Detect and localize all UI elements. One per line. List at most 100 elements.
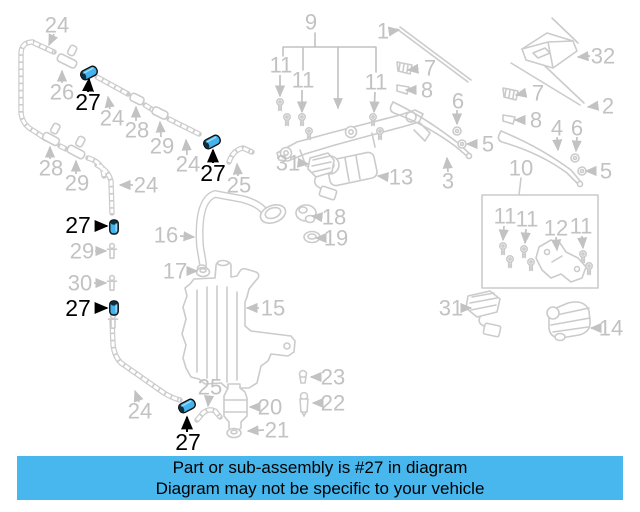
cap-6-left bbox=[452, 126, 462, 136]
callout-label-27: 27 bbox=[65, 212, 91, 238]
callout-label-28: 28 bbox=[39, 156, 63, 181]
bracket-9-leaders bbox=[282, 32, 377, 110]
callout-label-9: 9 bbox=[305, 10, 317, 35]
callout-label-30: 30 bbox=[68, 271, 92, 296]
callout-label-31: 31 bbox=[439, 296, 463, 321]
wiper-blade-1 bbox=[396, 26, 472, 83]
leader-arrow-32 bbox=[576, 51, 591, 62]
callout-label-29: 29 bbox=[150, 134, 174, 159]
leader-arrow-24 bbox=[104, 95, 115, 110]
wiper-arm-4 bbox=[497, 130, 584, 188]
highlighted-clip-part-27 bbox=[177, 398, 197, 414]
fitting-23 bbox=[298, 369, 308, 384]
callout-label-7: 7 bbox=[532, 81, 544, 106]
callout-label-11: 11 bbox=[270, 53, 293, 78]
leader-arrow-11 bbox=[520, 228, 531, 245]
leader-arrow-25 bbox=[203, 395, 215, 408]
callout-label-11: 11 bbox=[365, 70, 388, 95]
callout-label-29: 29 bbox=[70, 239, 94, 264]
leader-10 bbox=[518, 177, 522, 196]
leader-arrow-12 bbox=[551, 236, 562, 252]
callout-label-8: 8 bbox=[530, 108, 542, 133]
leader-arrow-18 bbox=[310, 212, 324, 223]
valve-22 bbox=[299, 391, 309, 417]
callout-label-21: 21 bbox=[265, 418, 289, 443]
callout-label-27: 27 bbox=[65, 295, 91, 321]
callout-label-5: 5 bbox=[600, 159, 612, 184]
leader-arrow-27 bbox=[82, 77, 95, 93]
callout-label-11: 11 bbox=[292, 68, 315, 93]
leader-arrow-11 bbox=[369, 91, 380, 114]
callout-label-24: 24 bbox=[128, 399, 152, 424]
callout-label-26: 26 bbox=[50, 80, 74, 105]
leader-arrow-11 bbox=[577, 235, 588, 250]
washer-pump bbox=[223, 383, 248, 439]
clip-7-right bbox=[502, 87, 519, 101]
callout-label-24: 24 bbox=[176, 152, 200, 177]
leader-arrow-13 bbox=[376, 171, 389, 183]
grommet-18 bbox=[295, 204, 317, 224]
hose-connectors bbox=[41, 44, 169, 160]
callout-label-14: 14 bbox=[599, 316, 623, 341]
washer-reservoir bbox=[181, 259, 296, 389]
callout-label-5: 5 bbox=[482, 132, 494, 157]
callout-label-3: 3 bbox=[442, 169, 454, 194]
cap-6-right bbox=[570, 153, 580, 163]
highlighted-clip-part-27 bbox=[109, 219, 119, 235]
highlighted-clip-part-27 bbox=[202, 134, 222, 150]
banner-line-2: Diagram may not be specific to your vehi… bbox=[155, 479, 485, 498]
callout-label-12: 12 bbox=[544, 216, 568, 241]
callout-label-23: 23 bbox=[321, 365, 345, 390]
callout-label-17: 17 bbox=[163, 259, 187, 284]
sensor-31-top bbox=[307, 152, 338, 201]
callout-label-32: 32 bbox=[591, 44, 615, 69]
leader-arrow-24 bbox=[133, 389, 144, 403]
sensor-31-bottom bbox=[465, 290, 502, 338]
callout-label-13: 13 bbox=[389, 165, 413, 190]
leader-arrow-7 bbox=[514, 87, 528, 98]
callout-label-10: 10 bbox=[509, 156, 533, 181]
callout-label-8: 8 bbox=[421, 78, 433, 103]
callout-label-27: 27 bbox=[175, 429, 201, 455]
washer-19 bbox=[303, 230, 321, 244]
clip-7-left bbox=[396, 61, 413, 75]
leader-arrow-2 bbox=[586, 100, 600, 111]
callout-label-2: 2 bbox=[602, 94, 614, 119]
callout-label-19: 19 bbox=[324, 226, 348, 251]
callout-label-25: 25 bbox=[227, 173, 251, 198]
callout-label-24: 24 bbox=[134, 173, 158, 198]
callout-label-29: 29 bbox=[65, 171, 89, 196]
leader-arrow-1 bbox=[387, 26, 401, 37]
callout-label-16: 16 bbox=[154, 223, 178, 248]
leader-arrow-24 bbox=[181, 138, 192, 156]
callout-label-24: 24 bbox=[45, 13, 69, 38]
callout-label-1: 1 bbox=[377, 19, 389, 44]
nut-5-right bbox=[577, 166, 587, 176]
leader-arrow-16 bbox=[179, 231, 196, 242]
callout-label-25: 25 bbox=[198, 375, 222, 400]
washer-motor-14 bbox=[546, 301, 591, 342]
leader-arrow-3 bbox=[442, 156, 453, 173]
bracket-12-part bbox=[535, 239, 587, 283]
callout-label-6: 6 bbox=[452, 89, 464, 114]
leader-arrow-7 bbox=[406, 63, 420, 74]
leader-arrow-4 bbox=[552, 136, 563, 152]
clip-8-right bbox=[502, 114, 516, 125]
grommet-17 bbox=[195, 266, 211, 278]
callout-label-24: 24 bbox=[100, 106, 124, 131]
callout-label-4: 4 bbox=[551, 116, 563, 141]
nut-5-left bbox=[457, 139, 467, 149]
callout-label-22: 22 bbox=[321, 391, 345, 416]
callout-label-27: 27 bbox=[75, 89, 101, 115]
callout-label-20: 20 bbox=[258, 395, 282, 420]
callout-label-6: 6 bbox=[571, 116, 583, 141]
callout-label-15: 15 bbox=[261, 296, 285, 321]
filler-neck bbox=[198, 194, 287, 272]
banner-line-1: Part or sub-assembly is #27 in diagram bbox=[172, 458, 468, 477]
highlight-banner: Part or sub-assembly is #27 in diagram D… bbox=[17, 456, 623, 500]
callout-label-11: 11 bbox=[516, 207, 539, 232]
leader-arrow-21 bbox=[246, 425, 265, 436]
leader-arrow-31 bbox=[296, 157, 310, 168]
